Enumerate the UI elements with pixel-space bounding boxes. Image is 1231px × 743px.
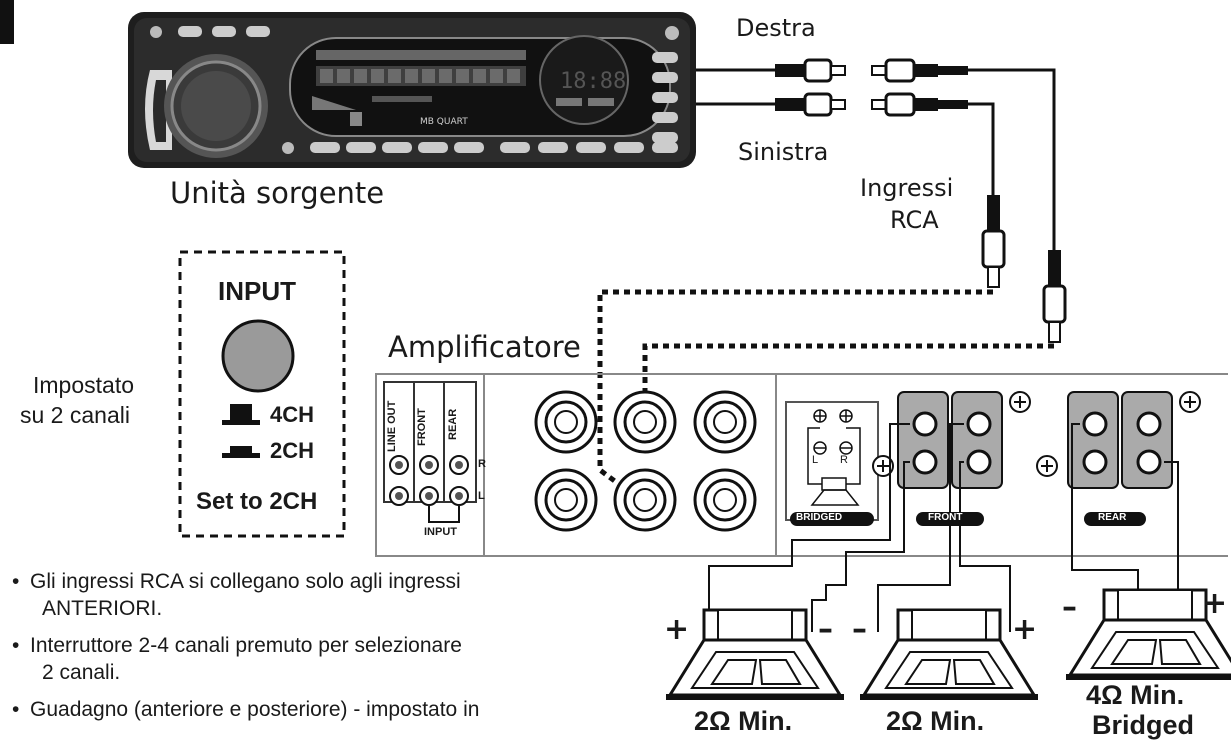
note-item: Gli ingressi RCA si collegano solo agli … (8, 568, 568, 622)
rca-plug-pairs (775, 58, 968, 117)
speaker-wires (708, 423, 1179, 632)
option-2ch: 2CH (270, 438, 315, 463)
label-source-unit: Unità sorgente (170, 176, 385, 210)
speaker-3-rating-bridged: Bridged (1092, 710, 1195, 740)
bridged-terminal-l: L (812, 454, 819, 466)
rca-cables (696, 68, 1056, 250)
vertical-rca-plug-right (1042, 250, 1067, 343)
dotted-signal-paths (597, 289, 1054, 490)
notes-list: Gli ingressi RCA si collegano solo agli … (8, 568, 568, 733)
speaker-3-right-sign: + (1202, 586, 1228, 621)
note-1-line2: ANTERIORI. (42, 597, 163, 620)
label-set-line2: su 2 canali (20, 402, 130, 428)
input-box-title: INPUT (218, 276, 296, 306)
speaker-3 (1066, 588, 1231, 680)
brand-label: MB QUART (420, 117, 468, 127)
panel-line-out-label: LINE OUT (386, 400, 398, 452)
option-4ch: 4CH (270, 402, 315, 427)
speaker-1-rating: 2Ω Min. (694, 706, 793, 736)
speaker-2-right-sign: + (1012, 612, 1038, 647)
note-2-line2: 2 canali. (42, 661, 121, 684)
speaker-1-right-sign: – (818, 612, 833, 647)
speaker-3-rating: 4Ω Min. (1086, 680, 1185, 710)
speaker-2 (860, 608, 1038, 700)
note-item: Interruttore 2-4 canali premuto per sele… (8, 632, 568, 686)
label-left-channel: Sinistra (738, 138, 829, 166)
head-unit: MB QUART 18:88 (128, 12, 696, 168)
label-rca-inputs-line1: Ingressi (860, 174, 954, 202)
speaker-1-left-sign: + (664, 612, 690, 647)
bridged-badge: BRIDGED (796, 512, 843, 523)
panel-input-label: INPUT (424, 526, 457, 538)
speaker-2-left-sign: – (852, 612, 867, 647)
amplifier-panel (375, 373, 1228, 557)
clock-readout: 18:88 (560, 69, 626, 94)
panel-r-label: R (478, 458, 486, 470)
panel-rear-label: REAR (447, 408, 459, 440)
rear-badge: REAR (1098, 512, 1127, 523)
front-badge: FRONT (928, 512, 963, 523)
label-right-channel: Destra (736, 14, 816, 42)
label-set-line1: Impostato (33, 372, 134, 398)
vertical-rca-plug-left (981, 195, 1006, 288)
label-amplifier: Amplificatore (388, 330, 581, 364)
panel-front-label: FRONT (416, 408, 428, 446)
label-rca-inputs-line2: RCA (890, 206, 939, 234)
note-1-line1: Gli ingressi RCA si collegano solo agli … (30, 570, 461, 593)
corner-mark (0, 0, 14, 44)
note-3-line1: Guadagno (anteriore e posteriore) - impo… (30, 698, 480, 721)
speaker-2-rating: 2Ω Min. (886, 706, 985, 736)
note-item: Guadagno (anteriore e posteriore) - impo… (8, 696, 568, 723)
bridged-terminal-r: R (840, 454, 848, 466)
note-2-line1: Interruttore 2-4 canali premuto per sele… (30, 634, 462, 657)
speaker-3-left-sign: – (1062, 590, 1077, 625)
input-box-set-to: Set to 2CH (196, 488, 318, 515)
speaker-1 (666, 608, 844, 700)
input-selector-box (178, 250, 346, 538)
panel-l-label: L (478, 490, 485, 502)
